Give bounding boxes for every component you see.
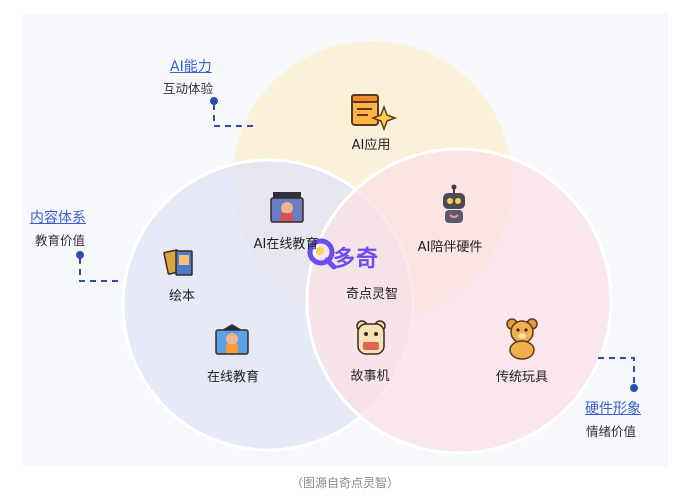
app-window-sparkle-icon [351, 94, 398, 132]
dimension-title-ai: AI能力 [170, 59, 212, 75]
node-label-traditional-toy: 传统玩具 [495, 370, 549, 385]
connector-hardware [598, 357, 638, 392]
robot-icon [443, 184, 465, 223]
teacher-screen-icon [270, 192, 304, 223]
dimension-title-hardware: 硬件形象 [585, 401, 641, 417]
node-label-story-machine: 故事机 [350, 369, 390, 384]
node-label-ai-companion-hw: AI陪伴硬件 [417, 240, 483, 255]
dimension-subtitle-ai: 互动体验 [163, 81, 214, 96]
online-class-icon [215, 324, 249, 355]
brand-logo-icon [307, 238, 337, 270]
image-caption: （图源自奇点灵智） [290, 476, 399, 490]
picture-book-icon [163, 249, 193, 276]
story-machine-icon [356, 320, 386, 355]
dimension-subtitle-hardware: 情绪价值 [586, 424, 637, 439]
connector-content [76, 251, 120, 282]
teddy-bear-icon [506, 318, 538, 360]
node-label-ai-online-edu: AI在线教育 [253, 237, 319, 252]
node-label-ai-app: AI应用 [351, 138, 391, 153]
node-label-picture-book: 绘本 [168, 289, 196, 304]
connector-ai [210, 97, 256, 127]
node-label-online-edu: 在线教育 [206, 370, 260, 385]
circle-hardware-image [305, 147, 613, 455]
brand-wordmark: 多奇 [333, 247, 380, 272]
dimension-title-content: 内容体系 [30, 210, 86, 226]
center-label: 奇点灵智 [345, 287, 399, 302]
dimension-subtitle-content: 教育价值 [35, 233, 86, 248]
